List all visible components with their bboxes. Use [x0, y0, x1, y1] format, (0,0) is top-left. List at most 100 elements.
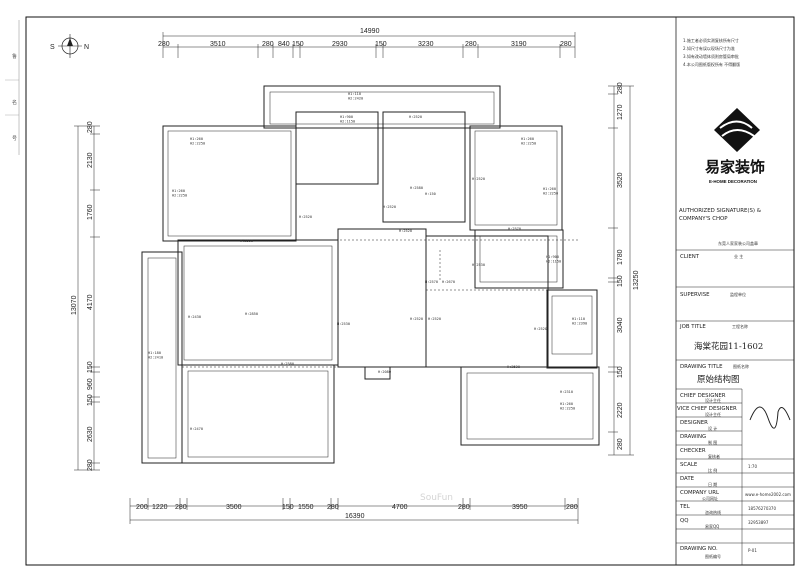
top-total: 14990: [360, 28, 380, 35]
date-cn: 日 期: [708, 481, 717, 487]
vice-chief-designer-cn: 设计主任: [705, 411, 721, 417]
scale-cn: 比 例: [708, 467, 717, 473]
room-label: H:2570: [508, 227, 521, 231]
room-label: H:150: [425, 192, 436, 196]
bottom-dim-5: 1550: [298, 504, 314, 511]
room-label: H:2430: [188, 315, 201, 319]
side-label-2: 名: [12, 99, 17, 106]
left-total: 13070: [71, 295, 78, 315]
room-label: H:2080: [378, 370, 391, 374]
logo: 易家装饰 E-HOME DECORATION: [705, 108, 765, 184]
left-dim-3: 4170: [87, 294, 94, 310]
room-label: H:2520: [534, 327, 547, 331]
chief-designer-cn: 设计主任: [705, 397, 721, 403]
sheet-frame: [25, 16, 795, 566]
company-url-cn: 公司网址: [702, 495, 718, 501]
bottom-dim-8: 280: [458, 504, 470, 511]
top-dim-8: 280: [465, 41, 477, 48]
drawing-cn: 制 图: [708, 439, 717, 445]
room-label: H:2520: [472, 177, 485, 181]
top-dim-7: 3230: [418, 41, 434, 48]
bottom-dim-10: 280: [566, 504, 578, 511]
job-name: 海棠花园11-1602: [694, 341, 763, 352]
bottom-dim-0: 200: [136, 504, 148, 511]
checker-cn: 复核者: [708, 453, 720, 459]
logo-en: E-HOME DECORATION: [709, 179, 757, 184]
compass-icon: S N: [50, 34, 89, 58]
left-dim-7: 150: [87, 394, 94, 406]
room-label: H:2310: [560, 390, 573, 394]
right-dim-2: 3520: [617, 172, 624, 188]
top-dim-2: 280: [262, 41, 274, 48]
tel-label: TEL: [679, 504, 690, 510]
left-dim-8: 2630: [87, 426, 94, 442]
room-label: H:2580: [410, 186, 423, 190]
supervise-label: SUPERVISE: [680, 292, 710, 298]
top-dim-5: 2930: [332, 41, 348, 48]
side-labels: 鲁 名 号: [5, 53, 19, 142]
room-label: H:2470: [190, 427, 203, 431]
room-label: H:2520: [409, 115, 422, 119]
right-dim-1: 1270: [617, 104, 624, 120]
room-label: H:2520: [399, 229, 412, 233]
company-url: www.e-home2002.com: [745, 492, 791, 497]
room-label: H:2570: [425, 280, 438, 284]
top-dim-3: 840: [278, 41, 290, 48]
client-value: 业 主: [734, 253, 743, 259]
logo-cn: 易家装饰: [705, 158, 765, 176]
drawing-label: DRAWING: [680, 434, 706, 440]
date-label: DATE: [680, 476, 695, 482]
room-label: H:2520: [410, 317, 423, 321]
drawing-title-label: DRAWING TITLE: [680, 364, 723, 370]
room-label: H:2520: [240, 239, 253, 243]
note-3: 3.如有改动墙体须则房管局审批: [683, 53, 739, 59]
note-4: 4.本公司图纸版权所有 不得翻版: [683, 61, 740, 67]
drawing-no-value: P-01: [748, 548, 757, 553]
tel-value: 18576270370: [748, 506, 776, 511]
right-dim-9: 280: [617, 438, 624, 450]
left-dim-2: 1760: [87, 204, 94, 220]
room-label: H:2520: [383, 205, 396, 209]
top-dim-4: 150: [292, 41, 304, 48]
bottom-dim-9: 3950: [512, 504, 528, 511]
qq-label: QQ: [680, 518, 689, 524]
watermark: SouFun: [420, 493, 453, 503]
logo-icon: [714, 108, 760, 152]
bottom-total: 16390: [345, 513, 365, 520]
room-label: H:2670: [442, 280, 455, 284]
designer-cn: 设 计: [708, 425, 717, 431]
company-name: 东莞人家家装公司盖章: [718, 240, 758, 246]
chief-designer-label: CHIEF DESIGNER: [680, 393, 726, 399]
signature: [749, 406, 791, 429]
floor-plan: [141, 85, 600, 464]
scale-value: 1:70: [748, 464, 757, 469]
tel-cn: 咨询热线: [705, 509, 721, 515]
side-label-3: 号: [12, 136, 17, 142]
top-dim-0: 280: [158, 41, 170, 48]
bottom-dim-7: 4700: [392, 504, 408, 511]
right-dim-3: 1780: [617, 249, 624, 265]
left-dim-6: 960: [87, 378, 94, 390]
bottom-dim-4: 150: [282, 504, 294, 511]
note-1: 1.施工者必须实测复核所有尺寸: [683, 37, 739, 43]
left-dimensions: 280 2130 1760 4170 13070 150 960 150 263…: [71, 121, 100, 471]
right-dim-4: 150: [617, 275, 624, 287]
client-label: CLIENT: [680, 254, 700, 260]
qq-value: 32953897: [748, 520, 769, 525]
authorized-label: AUTHORIZED SIGNATURE(S) &: [679, 208, 762, 214]
supervise-value: 监程单位: [730, 291, 746, 297]
room-label: H:2520: [299, 215, 312, 219]
drawing-name: 原始结构图: [697, 374, 740, 385]
top-dim-9: 3190: [511, 41, 527, 48]
vice-chief-designer-label: VICE CHIEF DESIGNER: [677, 406, 737, 412]
room-label: H:2580: [281, 362, 294, 366]
